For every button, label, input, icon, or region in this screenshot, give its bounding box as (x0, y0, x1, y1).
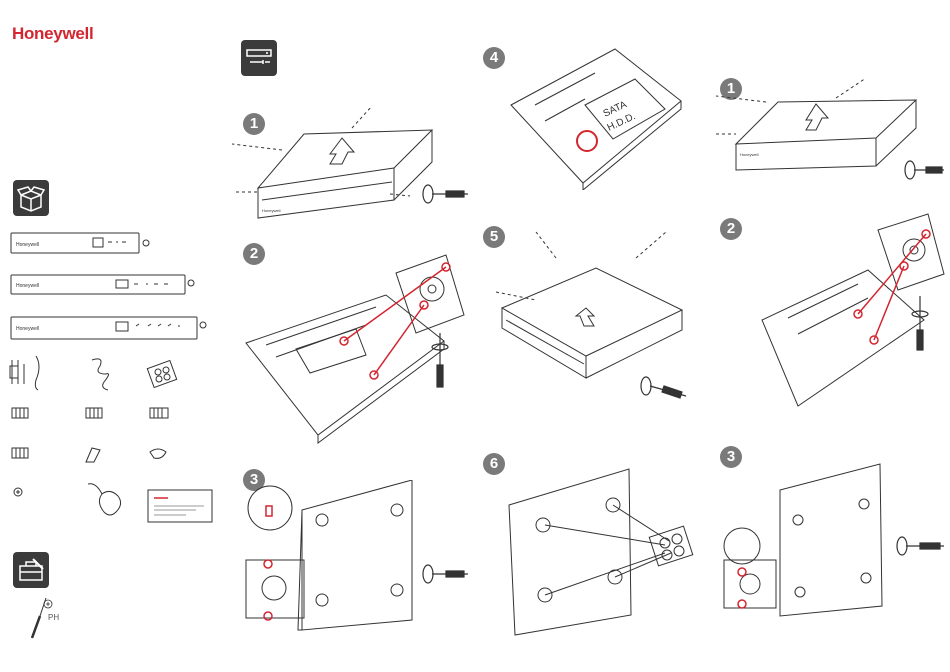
toolbox-icon (13, 552, 49, 588)
mount-hdd-illustration (236, 245, 476, 445)
open-box-icon (13, 180, 49, 216)
step-badge: 6 (483, 453, 505, 475)
nvr-models-illustration: Honeywell Honeywell Honeywell (8, 225, 218, 345)
screwdriver-label: PH (48, 613, 59, 622)
mount-hdd-illustration-alt (758, 210, 948, 410)
nvr-brand-label: Honeywell (16, 283, 39, 289)
nvr-brand-label: Honeywell (740, 152, 759, 157)
replace-cover-illustration (496, 228, 696, 408)
remove-cover-illustration: Honeywell (232, 108, 472, 228)
nvr-brand-label: Honeywell (262, 208, 281, 213)
remove-cover-illustration-alt: Honeywell (716, 78, 948, 190)
accessories-illustration (8, 352, 223, 532)
attach-feet-illustration (505, 465, 705, 645)
secure-hdd-illustration-alt (720, 460, 948, 630)
brand-logo: Honeywell (12, 24, 93, 44)
hard-drive-icon (241, 40, 277, 76)
nvr-brand-label: Honeywell (16, 326, 39, 332)
step-badge: 4 (483, 47, 505, 69)
hdd-installed-illustration: SATA H.D.D. (505, 45, 685, 190)
secure-hdd-illustration (242, 480, 472, 640)
nvr-brand-label: Honeywell (16, 242, 39, 248)
step-badge: 2 (720, 218, 742, 240)
